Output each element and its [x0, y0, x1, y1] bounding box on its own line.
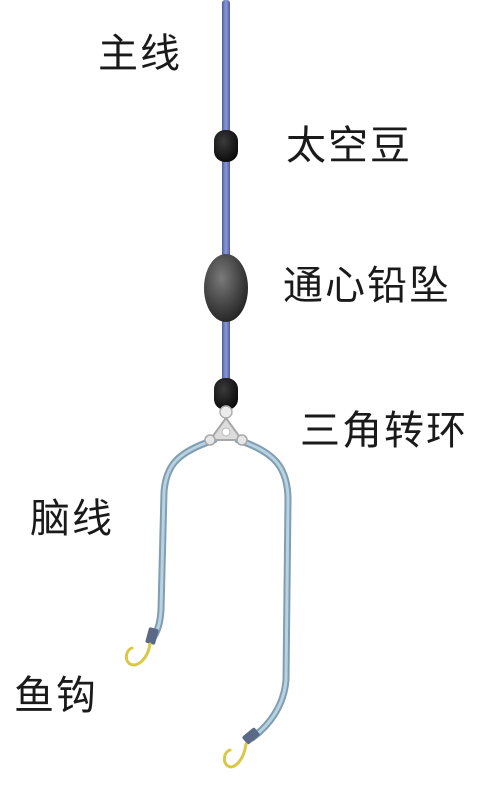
leader-line-right-highlight [236, 438, 290, 740]
fish-hook-label: 鱼钩 [14, 673, 98, 719]
space-bean-label: 太空豆 [286, 123, 412, 169]
main-line [222, 0, 230, 408]
leader-line-right [234, 436, 292, 742]
fish-hook-right [222, 742, 248, 769]
fish-hook-left [124, 642, 152, 667]
space-bean-bead-lower [214, 378, 238, 410]
through-sinker [204, 254, 248, 322]
leader-line-left-highlight [151, 438, 216, 640]
space-bean-bead-upper [214, 130, 238, 162]
hook-connector-right [242, 727, 260, 745]
triangle-swivel-label: 三角转环 [300, 408, 468, 454]
triangle-swivel [204, 405, 248, 446]
leader-line-label: 脑线 [30, 496, 114, 542]
main-line-label: 主线 [98, 31, 182, 77]
through-sinker-label: 通心铅坠 [283, 263, 451, 309]
hook-connector-left [145, 627, 159, 645]
